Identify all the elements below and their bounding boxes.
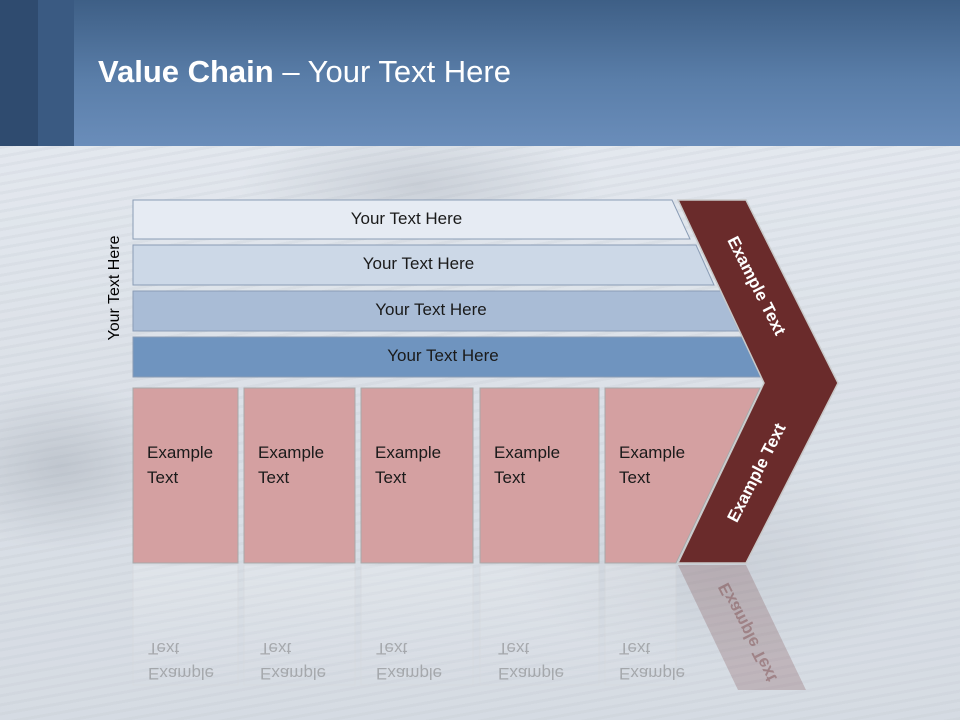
support-row-label: Your Text Here <box>362 254 475 273</box>
slide-title-bold: Value Chain <box>98 54 274 89</box>
primary-box <box>479 387 600 564</box>
support-row <box>132 199 691 240</box>
primary-box <box>243 387 356 564</box>
slide-title: Value Chain – Your Text Here <box>98 54 511 90</box>
value-arrow <box>676 199 839 564</box>
primary-box-reflection <box>604 564 677 686</box>
slide-title-rest: – Your Text Here <box>273 54 511 89</box>
title-bar: Value Chain – Your Text Here <box>0 0 960 146</box>
support-row-label: Your Text Here <box>387 346 499 365</box>
primary-box-reflection <box>132 564 239 686</box>
primary-box <box>132 387 239 564</box>
support-rows <box>132 199 764 378</box>
primary-box-reflection <box>360 564 474 686</box>
primary-box-label: Example Text <box>375 443 442 487</box>
primary-box-reflection <box>243 564 356 686</box>
support-row-label: Your Text Here <box>375 300 487 319</box>
reflection-text: Example Text <box>619 639 686 683</box>
primary-box-reflection <box>479 564 600 686</box>
primary-box-label: Example Text <box>494 443 561 487</box>
value-arrow-reflection <box>678 565 806 690</box>
primary-boxes <box>132 387 761 564</box>
reflection-text: Example Text <box>498 639 565 683</box>
primary-box-label: Example Text <box>619 443 686 487</box>
primary-box-label: Example Text <box>147 443 214 487</box>
support-row <box>132 244 715 286</box>
primary-box <box>360 387 474 564</box>
reflection-text: Example Text <box>376 639 443 683</box>
reflection-text: Example Text <box>148 639 215 683</box>
reflection-text: Example Text <box>260 639 327 683</box>
reflection-layer <box>132 564 806 690</box>
support-row-label: Your Text Here <box>350 208 463 228</box>
header-accent-strip <box>0 0 38 146</box>
header-accent-strip <box>38 0 74 146</box>
primary-box <box>604 387 761 564</box>
primary-box-label: Example Text <box>258 443 325 487</box>
